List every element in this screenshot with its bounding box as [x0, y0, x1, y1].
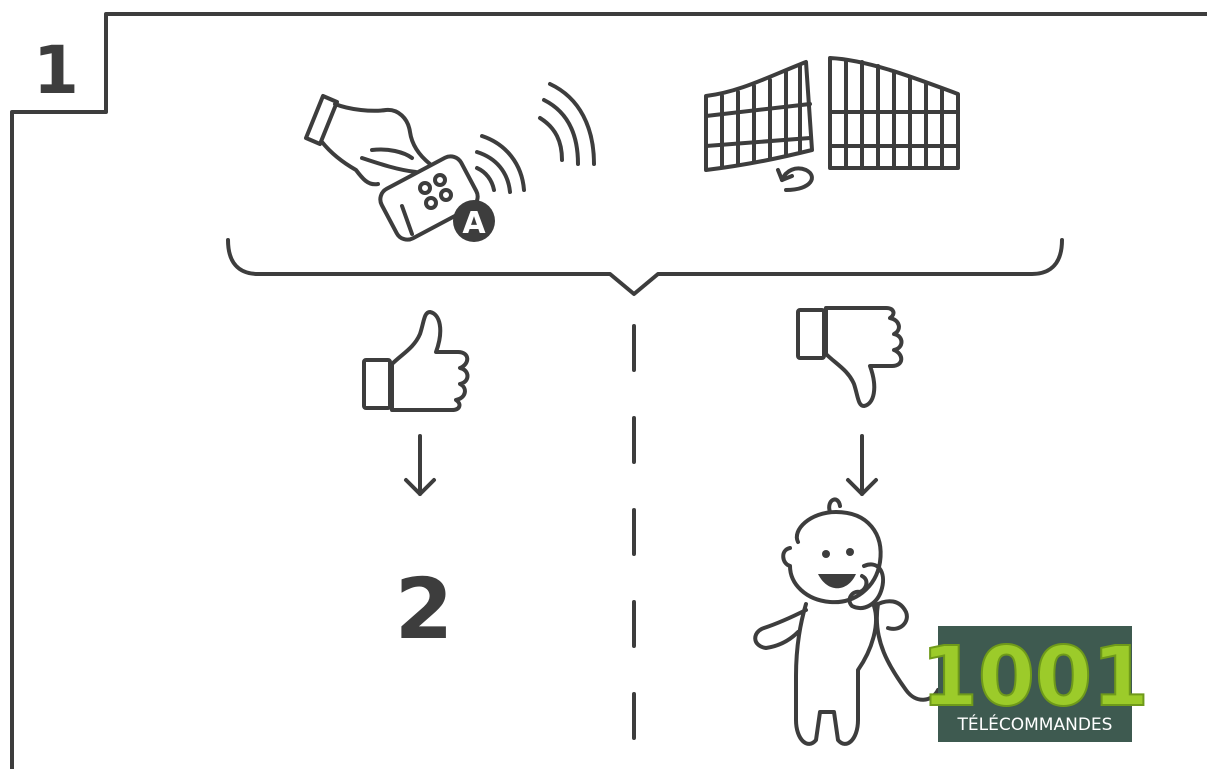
arrow-down-right-icon — [848, 436, 876, 494]
gate-icon — [706, 58, 958, 190]
thumbs-down-icon — [798, 308, 902, 406]
support-person-on-phone-icon — [755, 499, 938, 743]
arrow-down-left-icon — [406, 436, 434, 494]
step-number: 1 — [33, 32, 79, 109]
radio-waves-icon — [477, 84, 594, 192]
grouping-brace — [228, 240, 1062, 294]
brand-logo: 1001 TÉLÉCOMMANDES — [921, 626, 1149, 742]
thumbs-up-icon — [364, 312, 468, 410]
logo-digits: 1001 — [921, 630, 1149, 725]
button-a-letter: A — [462, 206, 486, 241]
next-step-number: 2 — [395, 560, 453, 658]
logo-wordmark: TÉLÉCOMMANDES — [957, 713, 1113, 735]
